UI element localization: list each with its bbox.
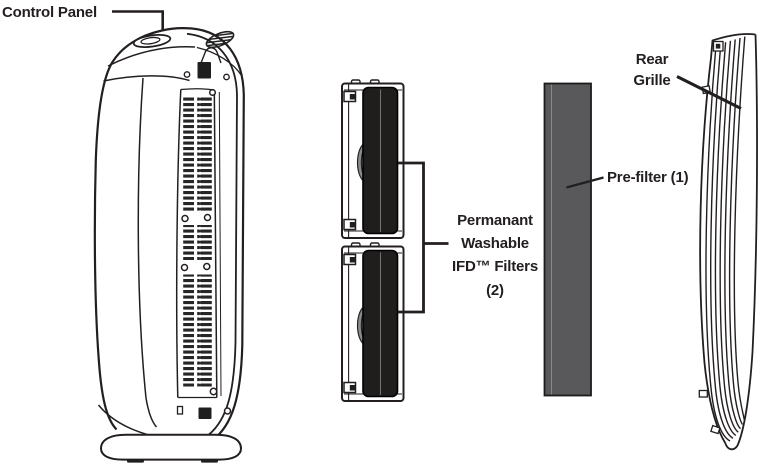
label-control-panel: Control Panel — [2, 4, 97, 21]
screw-icon — [183, 71, 191, 78]
rear-grille-notch-latch — [715, 43, 721, 49]
top-vent-icon — [205, 30, 235, 49]
label-ifd-filters-line2: Washable — [461, 235, 529, 253]
handle-arch — [200, 47, 222, 64]
grille-panel-left-edge — [175, 89, 182, 398]
ifd-filter-top — [341, 79, 405, 239]
rear-grille-panel — [698, 33, 758, 451]
screw-icon — [209, 387, 218, 396]
callout-lines — [112, 10, 742, 314]
grille-panel-right-edge — [213, 89, 218, 398]
rear-grille-left-outline — [699, 57, 727, 444]
screw-icon — [208, 88, 217, 97]
pre-filter-leader-line — [566, 176, 604, 189]
bottom-clip — [176, 405, 184, 415]
tower-front-panel-line — [137, 77, 158, 428]
rear-grille-ribs — [705, 36, 746, 442]
tower-foot-left — [127, 459, 144, 463]
label-ifd-filters-line1: Permanant — [457, 212, 533, 229]
label-rear-grille-line1: Rear — [635, 51, 669, 68]
grille-panel-inner-line — [218, 91, 222, 397]
filter-clip — [343, 90, 357, 103]
air-purifier-tower — [93, 27, 245, 463]
label-rear-grille: Rear Grille — [621, 49, 683, 91]
bottom-latch-square — [198, 407, 212, 419]
pre-filter-panel — [543, 82, 592, 397]
tower-foot-right — [201, 459, 218, 463]
screw-icon — [203, 262, 211, 271]
screw-icon — [223, 73, 230, 81]
screw-icon — [181, 214, 189, 223]
rear-top-seam — [196, 46, 243, 76]
screw-icon — [180, 263, 189, 272]
filter-clip — [343, 218, 357, 231]
ifd-filters-bracket — [398, 161, 449, 314]
ifd-filter-bottom — [341, 242, 405, 402]
control-panel-pill — [132, 33, 172, 49]
tower-top-surface-line — [107, 46, 196, 67]
label-rear-grille-line2: Grille — [633, 72, 671, 89]
rear-grille-right-outline — [724, 34, 758, 451]
control-panel-leader-line — [112, 10, 164, 31]
filter-clip-latch — [349, 94, 356, 100]
screw-icon — [203, 213, 212, 222]
tower-base — [99, 433, 243, 461]
filter-clip-latch — [349, 222, 356, 228]
label-ifd-filters-line3: IFD™ Filters — [452, 258, 538, 276]
label-pre-filter: Pre-filter (1) — [607, 169, 689, 186]
tower-cap-seam — [103, 75, 190, 82]
top-latch-square — [197, 62, 211, 79]
rear-exhaust-slats — [183, 97, 212, 387]
pre-filter-body — [543, 82, 592, 397]
rear-grille-tab — [698, 389, 708, 398]
rear-grille-tab — [710, 424, 721, 435]
screw-icon — [223, 407, 232, 415]
label-ifd-filters: Permanant Washable IFD™ Filters (2) — [441, 209, 549, 302]
rear-grille-top-edge — [710, 33, 756, 59]
grille-panel-top-edge — [180, 88, 215, 91]
rear-grille-leader-line — [676, 75, 742, 110]
label-ifd-filters-line4: (2) — [486, 281, 504, 299]
